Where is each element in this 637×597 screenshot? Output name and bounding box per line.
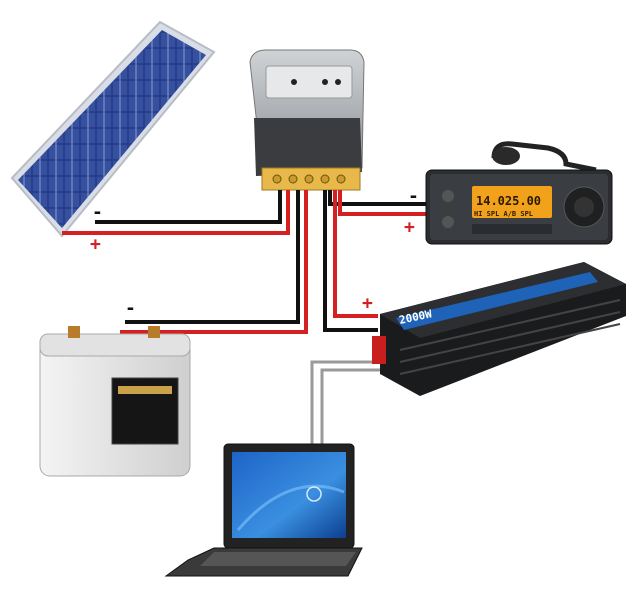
ac-cable <box>310 360 390 446</box>
radio-negative-label: - <box>408 186 419 207</box>
radio-display <box>472 186 552 218</box>
inverter-positive-wire <box>333 190 378 318</box>
solar-panel <box>10 20 216 238</box>
battery-wires <box>120 190 308 334</box>
panel-negative-wire <box>95 190 282 224</box>
inverter-negative-wire <box>323 190 378 332</box>
charge-controller <box>249 49 365 191</box>
radio-positive-label: + <box>404 217 415 238</box>
panel-positive-wire <box>62 190 290 235</box>
load-wires <box>323 190 430 332</box>
deep-cycle-battery <box>39 326 191 477</box>
radio-mode-row: HI SPL A/B SPL <box>474 210 533 218</box>
laptop <box>164 443 363 577</box>
radio-negative-wire <box>328 190 430 206</box>
radio-frequency: 14.025.00 <box>476 194 541 208</box>
inverter-positive-label: + <box>362 293 373 314</box>
panel-wires <box>62 190 290 235</box>
ham-radio-transceiver: 14.025.00 HI SPL A/B SPL <box>425 141 613 245</box>
battery-negative-label: - <box>125 298 136 319</box>
panel-positive-label: + <box>90 234 101 255</box>
panel-negative-label: - <box>92 202 103 223</box>
power-inverter: 2000W <box>372 262 626 396</box>
radio-positive-wire <box>338 190 430 216</box>
laptop-screen <box>232 452 346 538</box>
battery-positive-wire <box>120 190 308 334</box>
battery-negative-wire <box>125 190 300 324</box>
